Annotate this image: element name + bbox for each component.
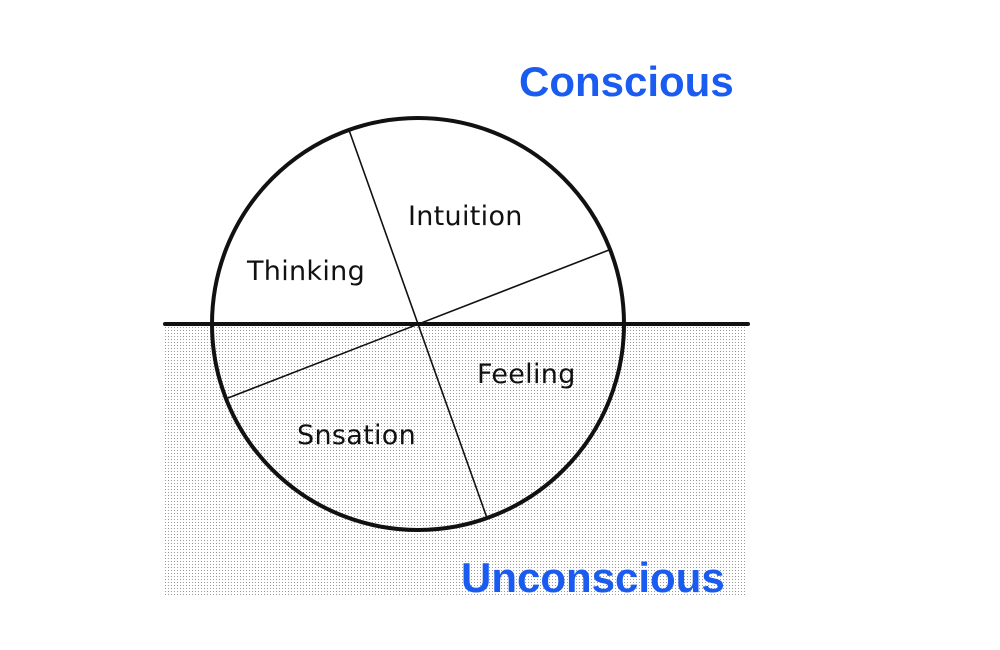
unconscious-label: Unconscious bbox=[461, 554, 725, 601]
conscious-label: Conscious bbox=[519, 58, 734, 105]
psyche-circle-lower-fill bbox=[212, 324, 624, 530]
thinking-label: Thinking bbox=[247, 256, 366, 287]
feeling-label: Feeling bbox=[477, 359, 576, 390]
sensation-label: Snsation bbox=[297, 420, 416, 451]
intuition-label: Intuition bbox=[408, 201, 523, 232]
